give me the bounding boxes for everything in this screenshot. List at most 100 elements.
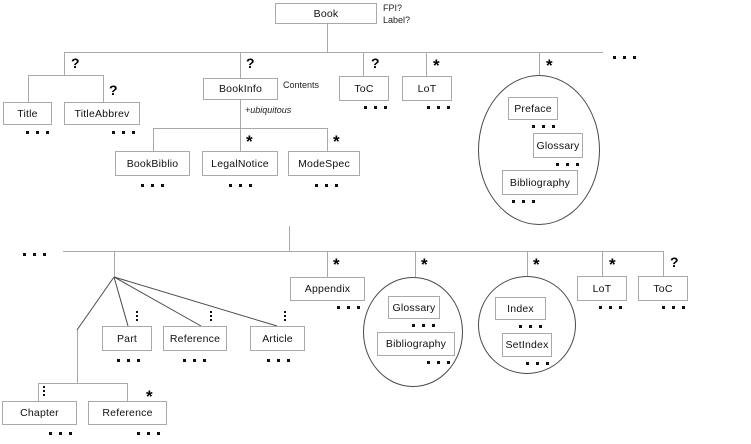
node-bookbiblio: BookBiblio: [115, 151, 190, 176]
preface-dots: [532, 125, 535, 128]
fan-connector: [114, 251, 115, 277]
titleabbrev-connector: [103, 75, 104, 102]
chapter-group-connector: [77, 330, 78, 383]
lot2-repeat-marker: *: [609, 255, 616, 274]
node-toc: ToC: [339, 76, 389, 101]
node-setindex: SetIndex: [502, 333, 552, 357]
book-connector: [327, 24, 328, 53]
part-dots: [117, 359, 120, 362]
modespec-connector: [327, 128, 328, 151]
index-setindex-ellipse: [478, 276, 576, 374]
node-titleabbrev: TitleAbbrev: [64, 102, 140, 125]
node-preface: Preface: [508, 97, 558, 120]
glossary2-dots: [412, 324, 415, 327]
chapter-group-line: [38, 383, 128, 384]
bookinfo-connector: [240, 52, 241, 78]
level2-stub-connector: [289, 226, 290, 251]
node-glossary2: Glossary: [388, 296, 440, 319]
node-book: Book: [275, 3, 377, 24]
bookinfo-optional-marker: ?: [246, 55, 255, 71]
glossary-dots: [556, 163, 559, 166]
title-group-connector: [64, 52, 65, 75]
titleabbrev-optional-marker: ?: [109, 82, 118, 98]
toc-connector: [363, 52, 364, 76]
title-dots: [26, 131, 29, 134]
reference2-repeat-marker: *: [146, 387, 153, 406]
node-modespec: ModeSpec: [288, 151, 360, 176]
appendix-connector: [327, 251, 328, 277]
legalnotice-repeat-marker: *: [246, 132, 253, 151]
chapter-vellipsis-dots: [43, 386, 45, 388]
toc-optional-marker: ?: [371, 55, 380, 71]
reference2-connector: [127, 383, 128, 401]
bookinfo-children-connector: [240, 100, 241, 128]
node-bibliography2: Bibliography: [377, 332, 455, 356]
book-fpi-annotation: FPI?: [383, 3, 403, 13]
chapter-dots: [49, 432, 52, 435]
ubiquitous-annotation: +ubiquitous: [245, 105, 292, 115]
bibliography2-dots: [427, 361, 430, 364]
node-article: Article: [250, 326, 305, 351]
bibliography-dots: [512, 200, 515, 203]
toc2-dots: [662, 306, 665, 309]
setindex-dots: [526, 362, 529, 365]
title-group-optional-marker: ?: [71, 55, 80, 71]
front-matter-ellipse: [478, 75, 600, 225]
contents-annotation: Contents: [283, 80, 320, 90]
back-ellipse1-connector: [415, 251, 416, 277]
node-bibliography: Bibliography: [502, 170, 578, 195]
node-legalnotice: LegalNotice: [202, 151, 278, 176]
back-ellipse2-repeat-marker: *: [533, 255, 540, 274]
lot-connector: [426, 52, 427, 76]
toc-dots: [364, 106, 367, 109]
appendix-dots: [337, 306, 340, 309]
toc2-optional-marker: ?: [670, 254, 679, 270]
node-toc2: ToC: [638, 276, 688, 301]
front-ellipse-repeat-marker: *: [546, 56, 553, 75]
lot-dots: [427, 106, 430, 109]
chapter-connector: [38, 383, 39, 401]
node-reference2: Reference: [88, 401, 167, 425]
glossary-bibliography-ellipse: [363, 277, 463, 387]
node-title: Title: [3, 102, 52, 125]
title-connector: [28, 75, 29, 102]
back-ellipse1-repeat-marker: *: [421, 255, 428, 274]
titleabbrev-dots: [112, 131, 115, 134]
level2-branch-line: [63, 251, 664, 252]
lot2-dots: [599, 306, 602, 309]
level1-branch-line: [64, 52, 603, 53]
part-vellipsis-dots: [136, 311, 138, 313]
article-vellipsis-dots: [284, 311, 286, 313]
node-part: Part: [102, 326, 152, 351]
level1-continuation-dots: [613, 56, 616, 59]
front-ellipse-connector: [539, 52, 540, 75]
bookbiblio-dots: [141, 184, 144, 187]
node-chapter: Chapter: [2, 401, 77, 425]
lot2-connector: [602, 251, 603, 276]
reference-vellipsis-dots: [210, 311, 212, 313]
node-bookinfo: BookInfo: [203, 78, 278, 100]
reference2-dots: [137, 432, 140, 435]
level2-continuation-dots: [23, 253, 26, 256]
modespec-repeat-marker: *: [333, 132, 340, 151]
toc2-connector: [663, 251, 664, 276]
reference-dots: [183, 359, 186, 362]
node-reference: Reference: [163, 326, 227, 351]
node-glossary: Glossary: [533, 133, 583, 158]
title-group-line: [28, 75, 104, 76]
index-dots: [519, 325, 522, 328]
bookbiblio-connector: [153, 128, 154, 151]
lot-repeat-marker: *: [433, 56, 440, 75]
node-index: Index: [495, 297, 546, 320]
legalnotice-dots: [229, 184, 232, 187]
back-ellipse2-connector: [527, 251, 528, 276]
book-label-annotation: Label?: [383, 15, 411, 25]
appendix-repeat-marker: *: [333, 255, 340, 274]
modespec-dots: [315, 184, 318, 187]
legalnotice-connector: [240, 128, 241, 151]
node-lot: LoT: [402, 76, 452, 101]
node-appendix: Appendix: [290, 277, 365, 301]
node-lot2: LoT: [577, 276, 627, 301]
